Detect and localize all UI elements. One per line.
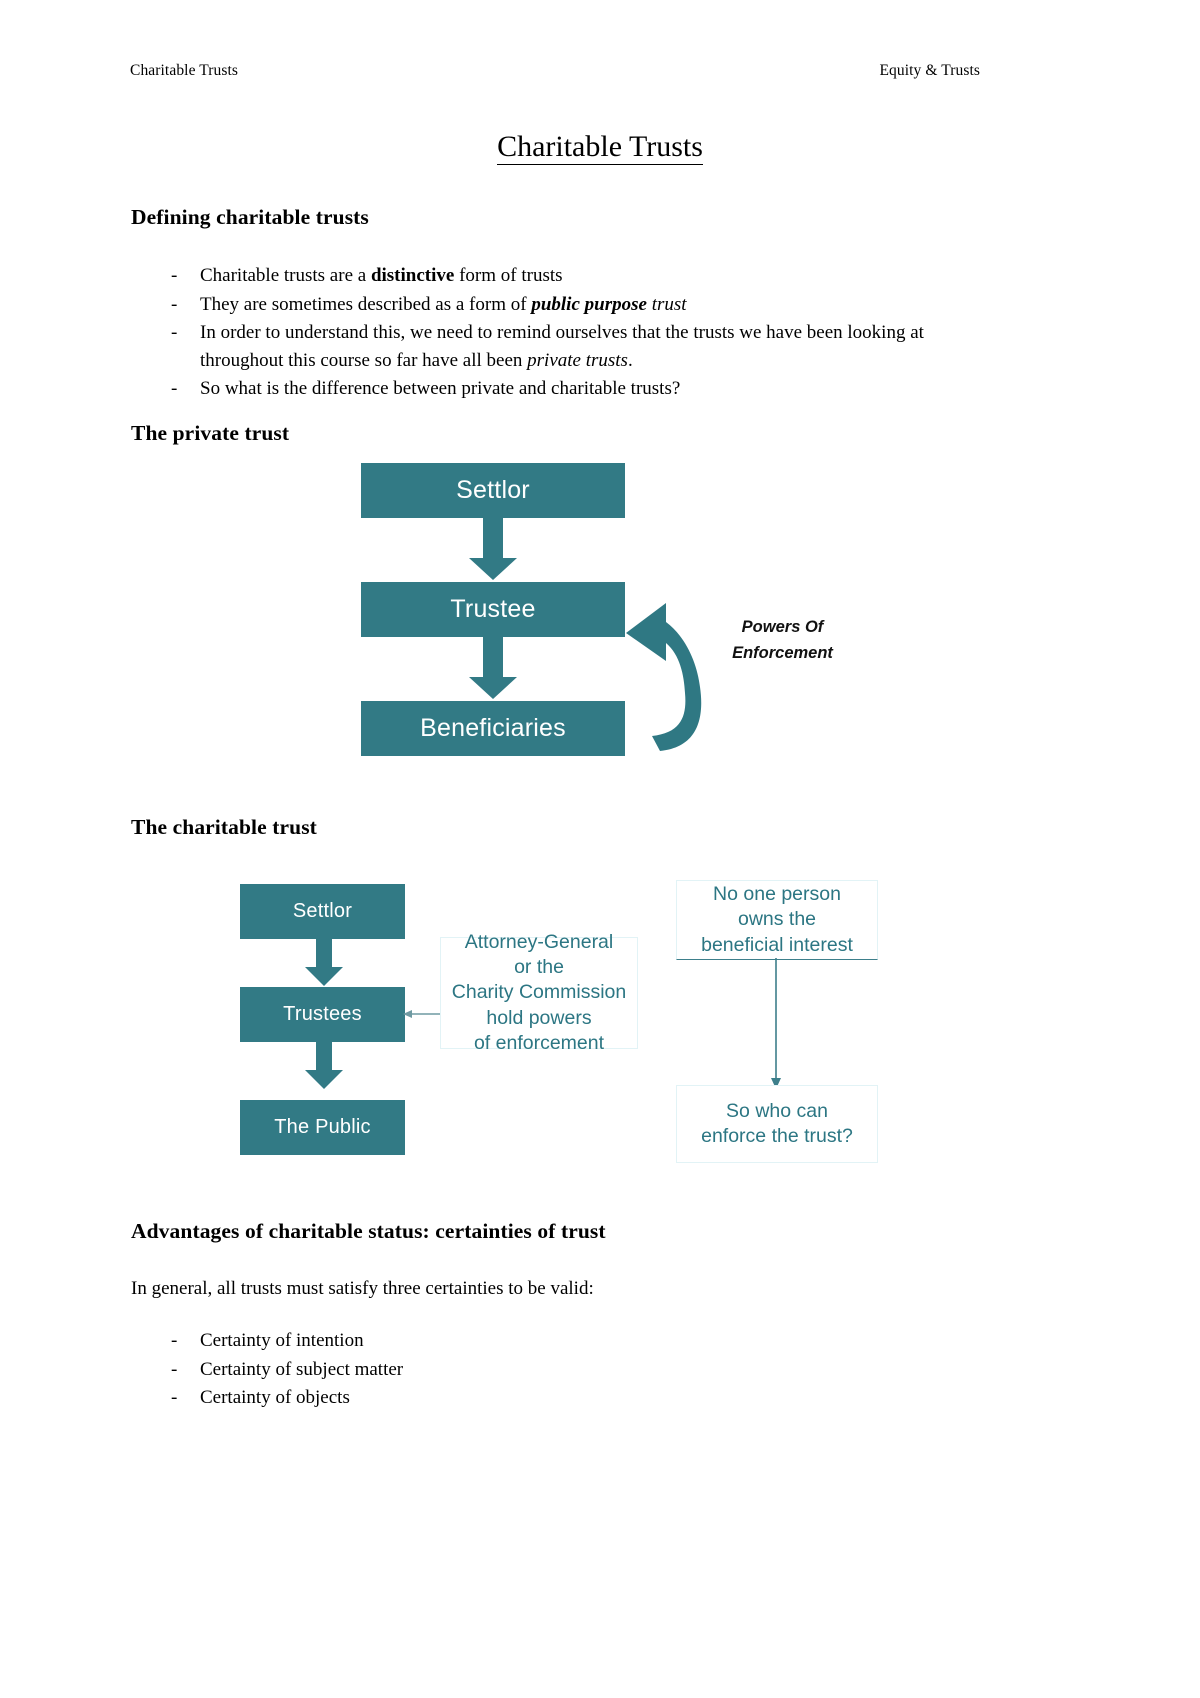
list-item: - So what is the difference between priv… bbox=[171, 375, 990, 403]
note-line: of enforcement bbox=[473, 1032, 605, 1055]
diagram-box-label: Trustee bbox=[450, 595, 536, 623]
annotation-line: Powers bbox=[741, 618, 801, 636]
bullet-text-1: Charitable trusts are a distinctive form… bbox=[200, 265, 563, 286]
heading-the-private-trust: The private trust bbox=[131, 421, 290, 445]
note-line: So who can bbox=[726, 1099, 828, 1122]
annotation-line: Of bbox=[804, 618, 824, 636]
connector-line-downward bbox=[771, 958, 781, 1089]
bullet-dash: - bbox=[171, 322, 178, 344]
list-item: - In order to understand this, we need t… bbox=[171, 319, 990, 374]
bullet-dash: - bbox=[171, 1358, 178, 1380]
bullet-dash: - bbox=[171, 265, 178, 286]
certainty-item-3: Certainty of objects bbox=[200, 1387, 350, 1409]
diagram-box-settlor: Settlor bbox=[361, 463, 625, 518]
diagram-box-label: Settlor bbox=[292, 900, 353, 922]
list-item: - Charitable trusts are a distinctive fo… bbox=[171, 262, 990, 290]
bullet-dash: - bbox=[171, 378, 178, 400]
note-line: or the bbox=[514, 955, 564, 978]
annotation-line: Enforcement bbox=[732, 643, 833, 662]
diagram-box-label: Settlor bbox=[456, 476, 530, 504]
note-box-enforcement-powers: Attorney-General or the Charity Commissi… bbox=[440, 931, 638, 1054]
bullet-dash: - bbox=[171, 1387, 178, 1409]
list-item: - They are sometimes described as a form… bbox=[171, 291, 990, 319]
heading-the-charitable-trust: The charitable trust bbox=[131, 815, 317, 839]
bullet-text-3: In order to understand this, we need to … bbox=[200, 322, 924, 371]
diagram-box-trustee: Trustee bbox=[361, 582, 625, 637]
diagram-box-label: Trustees bbox=[283, 1003, 362, 1025]
diagram2-box-trustees: Trustees bbox=[240, 987, 405, 1042]
charitable-trust-diagram: Settlor Trustees The Public Attorney-Gen… bbox=[240, 880, 920, 1180]
bullet-text-2: They are sometimes described as a form o… bbox=[200, 293, 687, 315]
list-item: - Certainty of subject matter bbox=[171, 1356, 900, 1384]
bullet-dash: - bbox=[171, 293, 178, 315]
certainty-item-1: Certainty of intention bbox=[200, 1330, 364, 1351]
bullet-text-4: So what is the difference between privat… bbox=[200, 378, 681, 400]
certainties-bullet-list: - Certainty of intention - Certainty of … bbox=[171, 1327, 900, 1413]
advantages-intro-paragraph: In general, all trusts must satisfy thre… bbox=[131, 1278, 594, 1299]
running-header: Charitable Trusts Equity & Trusts bbox=[130, 62, 980, 81]
note-line: hold powers bbox=[486, 1006, 592, 1029]
page-title-text: Charitable Trusts bbox=[497, 130, 703, 165]
heading-defining-charitable-trusts: Defining charitable trusts bbox=[131, 205, 369, 229]
private-trust-diagram: Settlor Trustee Beneficiaries Powers Of … bbox=[340, 455, 860, 785]
page-title: Charitable Trusts bbox=[0, 128, 1200, 166]
note-line: Charity Commission bbox=[451, 981, 627, 1004]
arrow-settlor-to-trustee bbox=[469, 518, 517, 580]
bullet-dash: - bbox=[171, 1330, 178, 1351]
list-item: - Certainty of objects bbox=[171, 1384, 900, 1412]
powers-of-enforcement-label: Powers Of Enforcement bbox=[705, 615, 860, 666]
diagram2-box-settlor: Settlor bbox=[240, 884, 405, 939]
certainty-item-2: Certainty of subject matter bbox=[200, 1358, 404, 1380]
curved-enforcement-arrow bbox=[626, 603, 702, 751]
list-item: - Certainty of intention bbox=[171, 1327, 900, 1355]
arrow-trustees-to-public bbox=[305, 1042, 343, 1089]
note-line: No one person bbox=[713, 882, 841, 905]
diagram-box-label: The Public bbox=[274, 1116, 371, 1138]
note-line: enforce the trust? bbox=[701, 1125, 853, 1147]
note-line: Attorney-General bbox=[464, 930, 614, 953]
note-line: owns the bbox=[737, 908, 817, 931]
heading-advantages: Advantages of charitable status: certain… bbox=[131, 1219, 606, 1243]
defining-bullet-list: - Charitable trusts are a distinctive fo… bbox=[171, 262, 990, 404]
diagram2-box-the-public: The Public bbox=[240, 1100, 405, 1155]
note-box-no-one-owns: No one person owns the beneficial intere… bbox=[676, 880, 878, 960]
header-left-text: Charitable Trusts bbox=[130, 62, 239, 79]
diagram-box-label: Beneficiaries bbox=[420, 714, 566, 742]
header-right-text: Equity & Trusts bbox=[879, 62, 980, 79]
arrow-settlor-to-trustees bbox=[305, 939, 343, 986]
arrow-trustee-to-beneficiaries bbox=[469, 637, 517, 699]
note-box-who-can-enforce: So who can enforce the trust? bbox=[676, 1085, 878, 1163]
note-line: beneficial interest bbox=[701, 933, 853, 956]
diagram-box-beneficiaries: Beneficiaries bbox=[361, 701, 625, 756]
